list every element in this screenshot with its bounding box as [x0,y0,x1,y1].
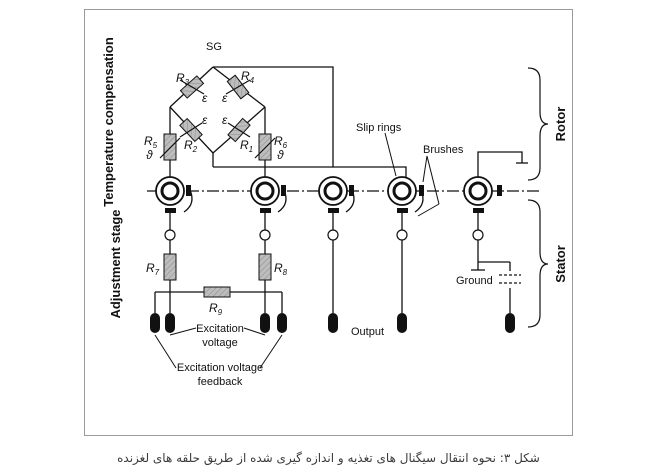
ground-label: Ground [456,275,493,287]
slip-ring-2 [250,176,280,206]
strain-symbol-r2: ε [202,113,208,127]
stator-label: Stator [553,245,568,283]
slip-ring-3 [318,176,348,206]
theta-symbol-r6: ϑ [277,148,284,162]
slip-ring-5 [463,176,493,206]
brushes-label: Brushes [423,144,464,156]
stator-resistors [163,253,272,298]
excitation-voltage-label-1: Excitation [196,323,244,335]
sg-label: SG [206,41,222,53]
excitation-feedback-label-1: Excitation voltage [177,362,263,374]
theta-symbol-r5: ϑ [146,148,153,162]
figure-frame [84,9,573,436]
slip-ring-1 [155,176,185,206]
output-label: Output [351,326,384,338]
brushes [165,185,502,213]
r6-label: R6 [274,134,288,150]
r8-label: R8 [274,261,288,277]
wiper-arcs [183,189,424,213]
slip-rings [155,176,493,206]
r3-label: R3 [176,71,190,87]
figure-caption: شکل ۳: نحوه انتقال سیگنال های تغذیه و ان… [117,451,540,465]
r4-label: R4 [241,69,255,85]
temperature-compensation-label: Temperature compensation [101,37,116,207]
braces [527,67,549,328]
stator-wiring [154,213,511,313]
slip-ring-4 [387,176,417,206]
excitation-feedback-label-2: feedback [198,376,243,388]
strain-symbol-r3: ε [202,91,208,105]
leader-lines [154,132,440,369]
connector-plugs [150,313,515,333]
r2-label: R2 [184,138,198,154]
r7-label: R7 [146,261,160,277]
r1-label: R1 [240,138,253,154]
excitation-voltage-label-2: voltage [202,337,237,349]
strain-symbol-r1: ε [222,113,228,127]
r5-label: R5 [144,134,158,150]
strain-symbol-r4: ε [222,91,228,105]
slip-rings-label: Slip rings [356,122,402,134]
adjustment-stage-label: Adjustment stage [108,209,123,318]
r9-label: R9 [209,301,223,317]
rotor-label: Rotor [553,107,568,142]
terminal-circles [164,229,484,241]
